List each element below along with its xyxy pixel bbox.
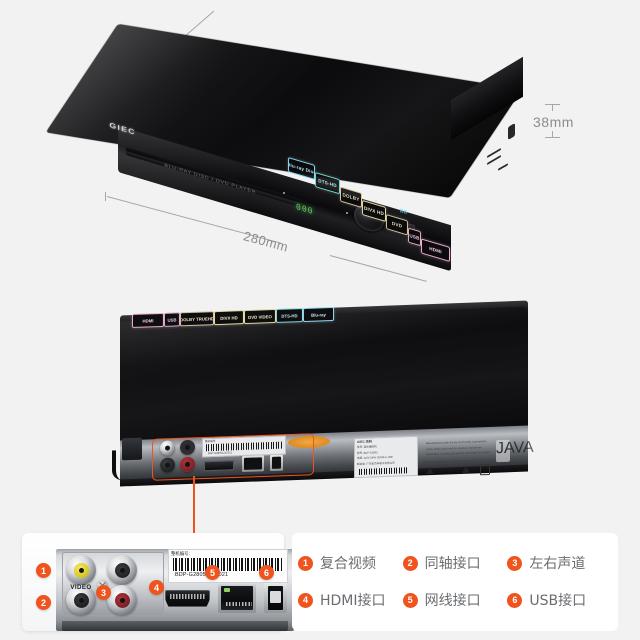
port-label-video: VIDEO: [70, 584, 92, 591]
format-badge: HDMI: [132, 312, 164, 328]
format-badge: USB: [164, 312, 180, 327]
legend-label: USB接口: [529, 593, 587, 609]
vent-slot: [498, 163, 508, 171]
legend-number: 6: [507, 592, 523, 608]
height-bottom-cap: [545, 137, 560, 139]
side-port-cutout: [508, 122, 515, 141]
rca-video-jack: [66, 555, 96, 585]
format-badge: DVD VIDEO: [244, 308, 276, 325]
serial-label-title: 整机编号:: [171, 551, 190, 556]
legend-item: 3 左右声道: [507, 553, 612, 573]
callout-badge-1: 1: [36, 563, 51, 578]
rca-audio-left-jack: [107, 555, 137, 585]
callout-badge-2: 2: [36, 595, 51, 610]
format-badge: DIVX HD: [214, 310, 244, 326]
rca-right-channel-jack: [107, 585, 137, 615]
height-dimension-label: 38mm: [533, 114, 574, 130]
serial-barcode-label: 整机编号: BDP-G28051212021: [202, 435, 286, 458]
legend-number: 4: [298, 592, 313, 608]
height-bottom-tick: [552, 131, 554, 138]
legend-item: 4 HDMI接口: [298, 590, 403, 610]
label-strip: [62, 621, 288, 631]
rear-product-view: HDMI USB DOLBY TRUEHD DIVX HD DVD VIDEO …: [0, 300, 640, 536]
indicator-led: [375, 200, 377, 202]
legend-label: 网线接口: [424, 593, 481, 609]
width-dimension-label: 280mm: [241, 228, 291, 255]
rca-coaxial-jack: [66, 585, 96, 615]
lan-port: [242, 455, 264, 472]
certification-marks: Manufactured under license from Dolby La…: [424, 439, 494, 476]
legend-label: 左右声道: [529, 556, 586, 572]
legend-item: 5 网线接口: [402, 590, 508, 610]
barcode-strip: [173, 558, 283, 571]
lan-port: [218, 583, 256, 613]
serial-code-text: BDP-G28051212021: [175, 572, 229, 578]
dolby-license-line: trademarks of Dolby Laboratories Licensi…: [426, 450, 492, 457]
spec-barcode: [359, 467, 409, 475]
port-detail-section: VIDEO COAXIAL R HDMI LAN USB 整机编号: BDP-G…: [0, 525, 640, 640]
format-badge: Blu-ray: [303, 306, 334, 323]
ac-inlet: [122, 437, 142, 461]
legend-item: 2 同轴接口: [402, 553, 508, 573]
usb-contact-tongue: [270, 591, 281, 603]
serial-code-text: BDP-G28051212021: [208, 451, 233, 456]
hero-product-view: 200mm 38mm 280mm GIEC BLU-RAY DISC / DVD…: [0, 0, 640, 300]
usb-port: [270, 454, 283, 472]
legend-label: 同轴接口: [424, 556, 481, 572]
rear-spec-label: GIEC 杰科 型号: 蓝光播放机 型号: BDP-G2805 电源: 110V…: [354, 435, 418, 479]
width-end-cap: [105, 192, 107, 201]
legend-number: 5: [402, 592, 418, 608]
callout-badge-6: 6: [259, 565, 274, 580]
height-top-tick: [552, 104, 554, 111]
legend-item: 1 复合视频: [298, 553, 403, 573]
legend-item: 6 USB接口: [507, 590, 612, 610]
lan-led-indicator: [224, 588, 230, 592]
usb-port: [264, 583, 287, 613]
callout-badge-5: 5: [205, 565, 220, 580]
port-detail-card: VIDEO COAXIAL R HDMI LAN USB 整机编号: BDP-G…: [22, 533, 294, 631]
warning-triangle-icon: [462, 465, 470, 473]
port-legend-card: 1 复合视频 2 同轴接口 3 左右声道 4 HDMI接口 5 网线接口: [292, 533, 618, 631]
legend-label: HDMI接口: [320, 593, 386, 609]
legend-number: 1: [298, 555, 313, 571]
lan-contact-pins: [226, 602, 252, 606]
format-badge: DOLBY TRUEHD: [180, 311, 214, 327]
callout-badge-4: 4: [149, 580, 164, 595]
lan-port-interior: [221, 586, 253, 610]
legend-number: 2: [402, 555, 418, 571]
barcode-strip: [206, 441, 282, 452]
format-badge: DTS-HD: [276, 308, 303, 323]
legend-grid: 1 复合视频 2 同轴接口 3 左右声道 4 HDMI接口 5 网线接口: [298, 553, 612, 610]
callout-badge-3: 3: [96, 585, 111, 600]
rear-body-surface: [120, 306, 528, 447]
java-logo: JAVA: [496, 439, 534, 463]
hdmi-port: [165, 590, 210, 607]
warning-triangle-icon: [426, 466, 434, 475]
callout-connector-line: [193, 476, 195, 536]
usb-port-interior: [268, 586, 283, 610]
legend-label: 复合视频: [320, 556, 376, 572]
indicator-led: [346, 212, 348, 214]
hdmi-port: [204, 460, 234, 472]
indicator-led: [283, 192, 285, 194]
legend-number: 3: [507, 555, 523, 571]
waste-bin-icon: [480, 463, 490, 476]
